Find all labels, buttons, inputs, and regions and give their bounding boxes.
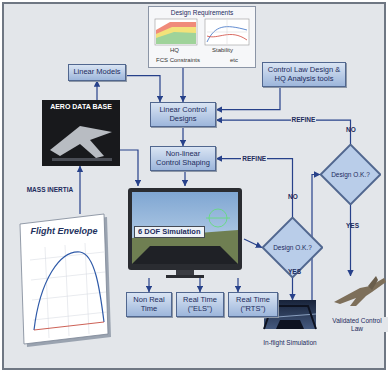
stability-chart bbox=[205, 19, 249, 45]
edge-label: MASS INERTIA bbox=[26, 186, 75, 193]
database-picture: AERO DATA BASE bbox=[42, 100, 120, 166]
connector-arrow bbox=[199, 278, 200, 292]
envelope-card: Flight Envelope bbox=[18, 214, 110, 344]
chart-caption: Stability bbox=[212, 47, 233, 54]
connector-arrow bbox=[216, 87, 280, 109]
envelope-base bbox=[34, 322, 104, 330]
card bbox=[20, 214, 108, 344]
decision-answer: NO bbox=[288, 193, 298, 200]
aero-database-photo bbox=[42, 100, 120, 166]
connector-arrow bbox=[148, 278, 149, 292]
connector-arrow bbox=[244, 239, 262, 248]
node-text: Design O.K.? bbox=[331, 171, 370, 178]
process-box: Control Law Design & HQ Analysis tools bbox=[262, 62, 346, 87]
chart-grid bbox=[207, 20, 247, 44]
node-text: Non Real Time bbox=[130, 296, 168, 313]
connector-arrow bbox=[350, 205, 351, 276]
connector-arrow bbox=[120, 150, 138, 186]
monitor-base bbox=[166, 275, 204, 278]
decision-answer: YES bbox=[288, 268, 301, 275]
hq-band bbox=[156, 22, 196, 44]
node-text: Real Time ("ELS") bbox=[180, 296, 220, 313]
process-box: Real Time ("ELS") bbox=[176, 292, 224, 317]
connector-arrow bbox=[184, 171, 185, 186]
tail-fin bbox=[368, 276, 378, 290]
node-text: 6 DOF Simulation bbox=[134, 226, 205, 239]
process-box: Linear Models bbox=[68, 64, 126, 81]
connector-arrow bbox=[216, 159, 293, 217]
node-text: In-flight Simulation bbox=[262, 339, 317, 346]
monitor-stand bbox=[176, 270, 194, 275]
process-box: Non Real Time bbox=[126, 292, 172, 317]
aircraft-silhouette bbox=[334, 276, 386, 306]
edge-label: REFINE bbox=[241, 155, 267, 162]
hq-band bbox=[156, 27, 196, 44]
node-text: Validated Control Law bbox=[326, 317, 388, 332]
monitor-screen bbox=[132, 192, 238, 264]
process-box: Real Time ("RTS") bbox=[228, 292, 278, 317]
node-text: Design O.K.? bbox=[273, 244, 312, 251]
connector-arrow bbox=[216, 120, 351, 144]
hq-band bbox=[156, 32, 196, 44]
node-text: Linear Models bbox=[73, 68, 120, 77]
connector-arrow bbox=[96, 81, 97, 100]
hud-symbol bbox=[206, 218, 230, 219]
inflight-picture: In-flight Simulation bbox=[262, 300, 318, 346]
chart-caption: etc bbox=[230, 57, 238, 64]
node-text: Real Time ("RTS") bbox=[232, 296, 274, 313]
model-stand bbox=[52, 158, 112, 161]
connector-arrow bbox=[237, 278, 238, 292]
edge-label: REFINE bbox=[291, 116, 317, 123]
process-box: Non-linear Control Shaping bbox=[150, 146, 216, 171]
aircraft-picture: Validated Control Law bbox=[326, 276, 388, 332]
chart-caption: FCS Constraints bbox=[156, 57, 200, 64]
connector-arrow bbox=[292, 278, 293, 300]
decision-answer: NO bbox=[346, 126, 356, 133]
decision-answer: YES bbox=[346, 222, 359, 229]
decision-diamond: Design O.K.? bbox=[320, 144, 381, 205]
simulation-monitor: 6 DOF Simulation bbox=[126, 186, 244, 278]
node-text: Design Requirements bbox=[171, 9, 234, 16]
instrument-panel bbox=[276, 320, 304, 329]
hq-chart bbox=[155, 19, 197, 45]
delta-wing-jet bbox=[334, 278, 386, 306]
panel-ground bbox=[148, 6, 256, 68]
node-text: Flight Envelope bbox=[30, 214, 97, 236]
connector-arrow bbox=[79, 166, 80, 214]
node-text: Linear Control Designs bbox=[154, 106, 212, 123]
monitor-frame bbox=[128, 188, 242, 270]
connector-arrow bbox=[182, 68, 183, 102]
requirements-panel bbox=[148, 6, 256, 68]
card-grid bbox=[30, 243, 107, 338]
chart-caption: HQ bbox=[170, 47, 179, 54]
diamond-shape bbox=[321, 145, 381, 205]
node-text: Control Law Design & HQ Analysis tools bbox=[266, 66, 342, 83]
photo-ground bbox=[42, 100, 120, 166]
envelope-curve bbox=[34, 252, 104, 330]
process-box: Linear Control Designs bbox=[150, 102, 216, 127]
simulator-monitor bbox=[128, 188, 242, 278]
connector-arrow bbox=[126, 76, 160, 102]
connector-arrow bbox=[182, 127, 183, 146]
flight-envelope-card bbox=[20, 214, 111, 347]
aircraft-model bbox=[50, 126, 112, 158]
cockpit-coaming bbox=[132, 246, 238, 264]
diamond-shape bbox=[263, 218, 323, 278]
node-text: AERO DATA BASE bbox=[50, 100, 112, 111]
node-text: Non-linear Control Shaping bbox=[154, 150, 212, 167]
